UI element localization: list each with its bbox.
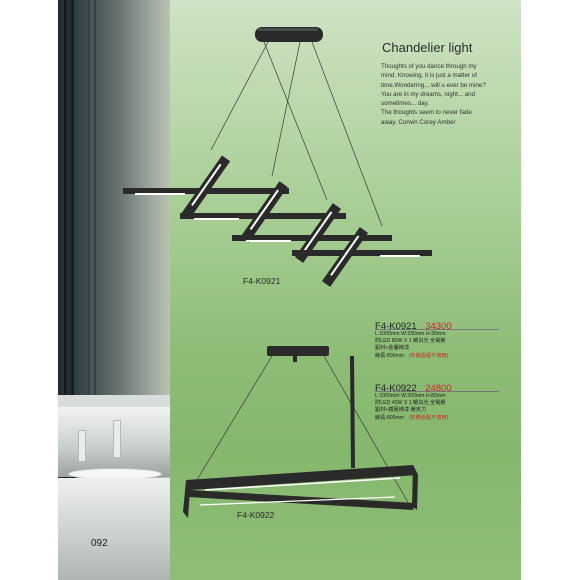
product2-spec-block: F4-K0922 24800 (375, 378, 452, 396)
product2-price: 24800 (425, 383, 452, 394)
photo-glass (78, 430, 86, 462)
k0921-wires (210, 41, 383, 227)
k0921-bars (123, 155, 432, 287)
photo-table-front (58, 478, 170, 580)
photo-column (64, 0, 74, 580)
photo-table-top (58, 395, 170, 407)
poem-line: time.Wondering... will u ever be mine? (381, 81, 486, 89)
lamp-illustrations (123, 27, 432, 518)
product2-wire: 線長:800mm (375, 414, 405, 421)
page-number: 092 (91, 538, 108, 549)
product1-light: 附LED 80W X 1 暖白光 全電壓 (375, 338, 446, 345)
product2-size: L:1000mm W:200mm H:80mm (375, 393, 446, 399)
product1-specs: L:1000mm W:330mm H:30mm 附LED 80W X 1 暖白光… (375, 331, 448, 360)
product1-wire: 線長:800mm (375, 352, 405, 359)
product2-underline (375, 391, 499, 392)
k0922-wires (185, 355, 411, 507)
k0921-canopy (255, 27, 323, 42)
k0922-frame (183, 356, 418, 518)
poem-line: You are in my dreams, night... and (381, 90, 476, 98)
page-title: Chandelier light (382, 40, 473, 55)
k0922-canopy (267, 346, 329, 362)
photo-column (88, 0, 96, 580)
catalog-spread: Chandelier light Thoughts of you dance t… (58, 0, 521, 580)
product1-photo-label: F4-K0921 (243, 276, 281, 286)
poem-line: away. Corwin Corey Amber (381, 118, 456, 126)
product2-material: 鋁材+鐵藝烤漆 壓克力 (375, 407, 427, 414)
product1-material: 鋁材+金屬烤漆 (375, 345, 410, 352)
product2-model: F4-K0922 (375, 383, 417, 394)
product1-spec-block: F4-K0921 34300 (375, 316, 452, 334)
poem-line: The thoughts seem to never fade (381, 109, 472, 117)
product1-model: F4-K0921 (375, 321, 417, 332)
product2-light: 附LED 40W X 1 暖白光 全電壓 (375, 400, 446, 407)
product2-photo-label: F4-K0922 (237, 510, 275, 520)
product1-price: 34300 (425, 321, 452, 332)
restaurant-photo (58, 0, 170, 580)
product1-underline (375, 329, 499, 330)
product2-specs: L:1000mm W:200mm H:80mm 附LED 40W X 1 暖白光… (375, 393, 448, 422)
poem-line: mind. Knowing, it is just a matter of (381, 72, 477, 80)
product1-note: (安裝過程不適用) (408, 352, 449, 359)
poem-line: sometimes... day. (381, 100, 430, 108)
poem-text: Thoughts of you dance through my mind. K… (381, 62, 501, 127)
poem-line: Thoughts of you dance through my (381, 63, 477, 70)
photo-glass (113, 420, 121, 458)
product1-size: L:1000mm W:330mm H:30mm (375, 331, 446, 337)
product2-note: (安裝過程不適用) (408, 414, 449, 421)
